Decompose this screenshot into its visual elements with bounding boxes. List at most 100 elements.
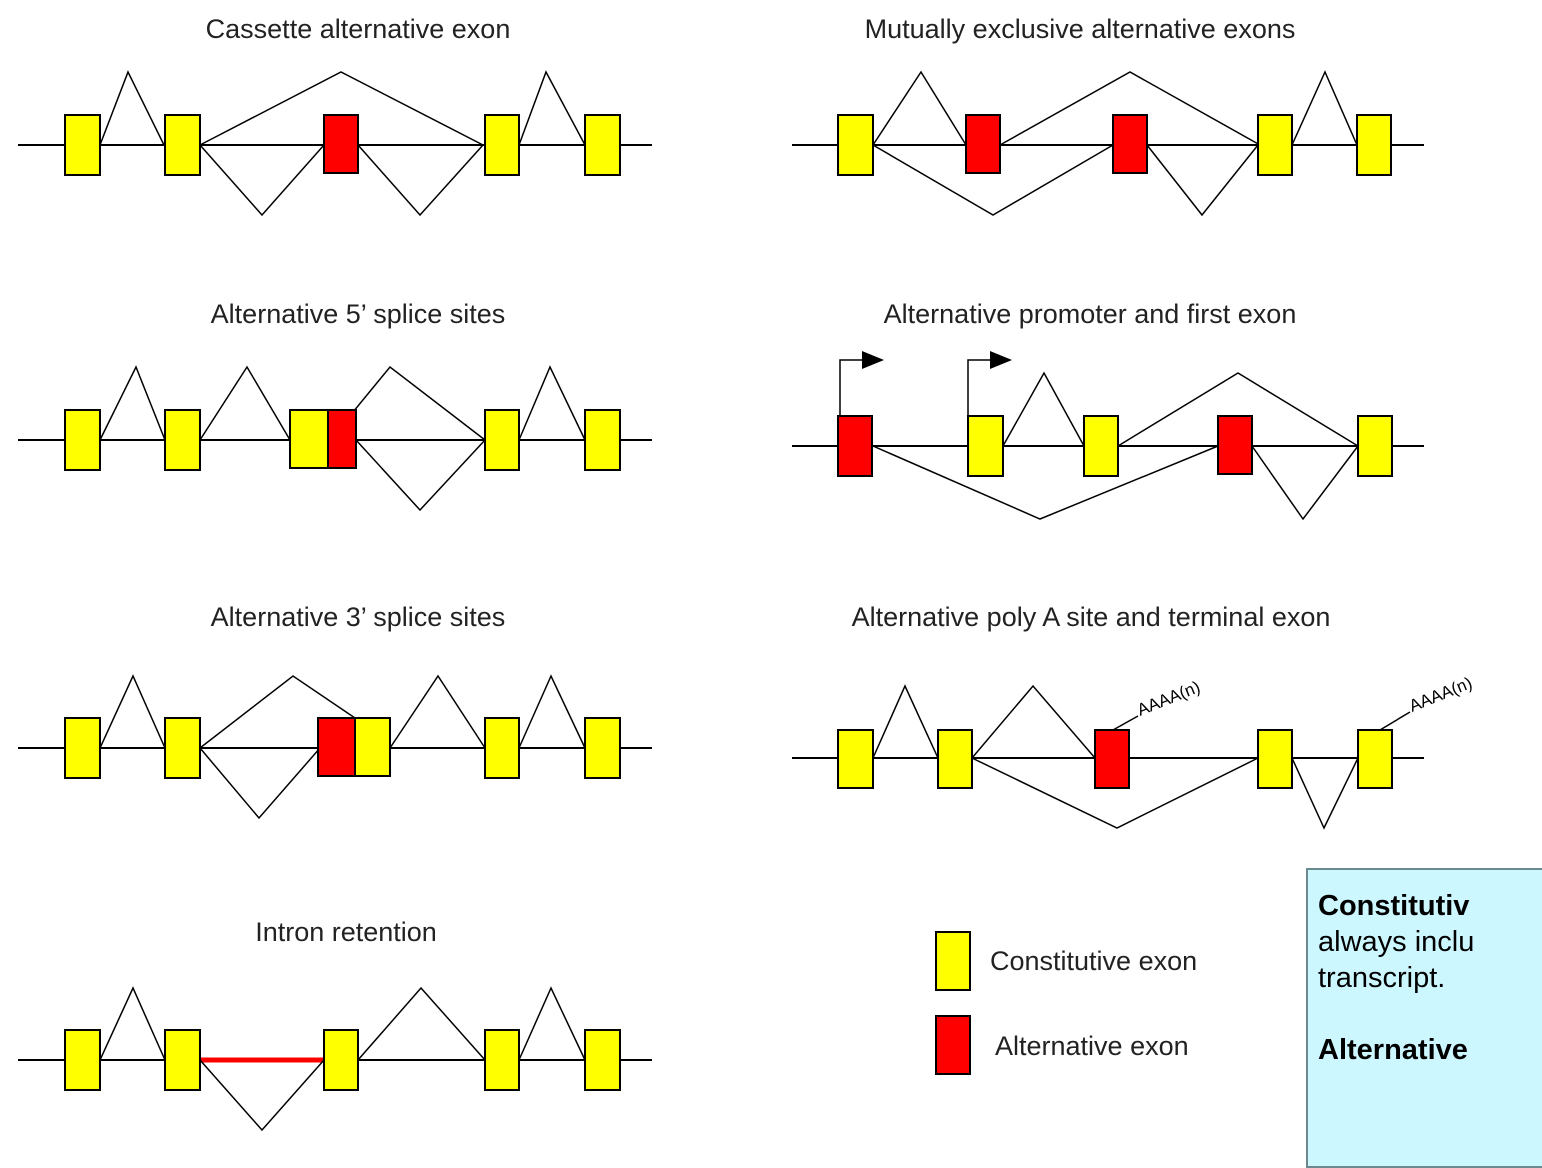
- panel-alternative-5-splice-sites: Alternative 5’ splice sites: [18, 299, 652, 512]
- splice-junction: [872, 445, 1219, 520]
- constitutive-exon: [937, 729, 973, 789]
- constitutive-exon: [837, 729, 874, 789]
- splice-junction: [357, 144, 484, 217]
- legend-constitutive-swatch: [935, 931, 971, 991]
- note-spacer: [1318, 996, 1542, 1032]
- panel-title: Mutually exclusive alternative exons: [865, 14, 1296, 44]
- splice-junction: [389, 674, 486, 749]
- splice-junction: [99, 70, 165, 146]
- splice-junction: [999, 71, 1261, 146]
- constitutive-exon: [1083, 415, 1119, 477]
- legend-alternative-label: Alternative exon: [995, 1031, 1189, 1061]
- splice-junction: [199, 365, 291, 441]
- promoter-arrow: [967, 359, 995, 416]
- splice-junction: [872, 70, 967, 146]
- panel-alternative-3-splice-sites: Alternative 3’ splice sites: [18, 602, 652, 820]
- constitutive-exon: [484, 114, 520, 176]
- splice-junction: [872, 684, 939, 759]
- panel-title: Alternative 3’ splice sites: [211, 602, 506, 632]
- panel-alternative-polya-site: Alternative poly A site and terminal exo…: [792, 602, 1475, 830]
- constitutive-exon: [967, 415, 1004, 477]
- promoter-arrowhead: [990, 351, 1012, 369]
- alternative-exon: [1217, 415, 1253, 475]
- splice-junction: [1117, 372, 1359, 447]
- note-line: transcript.: [1318, 962, 1446, 994]
- constitutive-exon: [584, 409, 621, 471]
- splice-junction: [1146, 144, 1259, 217]
- constitutive-exon: [64, 409, 101, 471]
- alternative-exon: [317, 717, 356, 777]
- definition-note-box: Constitutiv always inclu transcript. Alt…: [1306, 868, 1542, 1168]
- splice-junction: [971, 684, 1096, 759]
- splice-junction: [355, 439, 486, 512]
- splice-junction: [199, 71, 484, 146]
- constitutive-exon: [1257, 729, 1293, 789]
- note-line: always inclu: [1318, 926, 1475, 958]
- alternative-exon: [1094, 729, 1130, 789]
- splice-junction: [1291, 70, 1358, 146]
- splice-junction: [199, 747, 321, 820]
- constitutive-exon: [484, 409, 520, 471]
- panel-title: Alternative promoter and first exon: [884, 299, 1297, 329]
- constitutive-exon: [64, 1029, 101, 1091]
- splice-junction: [199, 675, 356, 749]
- constitutive-exon: [484, 1029, 520, 1091]
- alternative-exon: [837, 415, 873, 477]
- splice-junction: [872, 144, 1114, 216]
- splice-junction: [518, 674, 586, 749]
- constitutive-exon: [323, 1029, 359, 1091]
- note-line: Constitutiv: [1318, 890, 1470, 922]
- splice-junction: [1251, 445, 1359, 521]
- constitutive-exon: [354, 717, 391, 777]
- promoter-arrowhead: [862, 351, 884, 369]
- constitutive-exon: [164, 1029, 201, 1091]
- panel-title: Intron retention: [255, 917, 437, 947]
- legend: Constitutive exon Alternative exon: [935, 931, 1197, 1075]
- constitutive-exon: [64, 717, 101, 779]
- constitutive-exon: [837, 114, 874, 176]
- constitutive-exon: [64, 114, 101, 176]
- panel-mutually-exclusive-exons: Mutually exclusive alternative exons: [792, 14, 1424, 217]
- panel-alternative-promoter: Alternative promoter and first exon: [792, 299, 1424, 521]
- constitutive-exon: [164, 409, 201, 471]
- polya-label: AAAA(n): [1134, 677, 1202, 719]
- alternative-exon: [323, 114, 359, 174]
- constitutive-exon: [164, 114, 201, 176]
- splice-junction: [199, 1059, 325, 1132]
- alternative-exon: [965, 114, 1001, 174]
- constitutive-exon: [1257, 114, 1293, 176]
- constitutive-exon: [1356, 114, 1392, 176]
- splice-junction: [199, 144, 325, 217]
- splice-junction: [99, 986, 166, 1061]
- constitutive-exon: [1357, 729, 1393, 789]
- polya-tail-line: [1112, 715, 1139, 731]
- constitutive-exon: [584, 1029, 621, 1091]
- splice-junction: [518, 70, 586, 146]
- legend-constitutive-label: Constitutive exon: [990, 946, 1197, 976]
- constitutive-exon: [1357, 415, 1393, 477]
- splice-junction: [99, 365, 166, 441]
- alternative-exon: [327, 409, 357, 469]
- constitutive-exon: [289, 409, 329, 469]
- panel-cassette-exon: Cassette alternative exon: [18, 14, 652, 217]
- constitutive-exon: [584, 717, 621, 779]
- splice-junction: [518, 365, 586, 441]
- constitutive-exon: [584, 114, 621, 176]
- polya-label: AAAA(n): [1406, 673, 1474, 715]
- constitutive-exon: [164, 717, 201, 779]
- promoter-arrow: [839, 359, 870, 416]
- note-line: Alternative: [1318, 1034, 1468, 1066]
- panel-title: Alternative 5’ splice sites: [211, 299, 506, 329]
- splice-junction: [1291, 757, 1359, 830]
- splice-junction: [357, 986, 486, 1061]
- splice-junction: [518, 986, 586, 1061]
- splice-junction: [971, 757, 1259, 829]
- polya-tail-line: [1379, 711, 1411, 731]
- panel-intron-retention: Intron retention: [18, 917, 652, 1132]
- panel-title: Alternative poly A site and terminal exo…: [852, 602, 1331, 632]
- panel-title: Cassette alternative exon: [206, 14, 511, 44]
- splice-junction: [1002, 371, 1085, 447]
- splice-junction: [99, 674, 166, 749]
- alternative-exon: [1112, 114, 1148, 174]
